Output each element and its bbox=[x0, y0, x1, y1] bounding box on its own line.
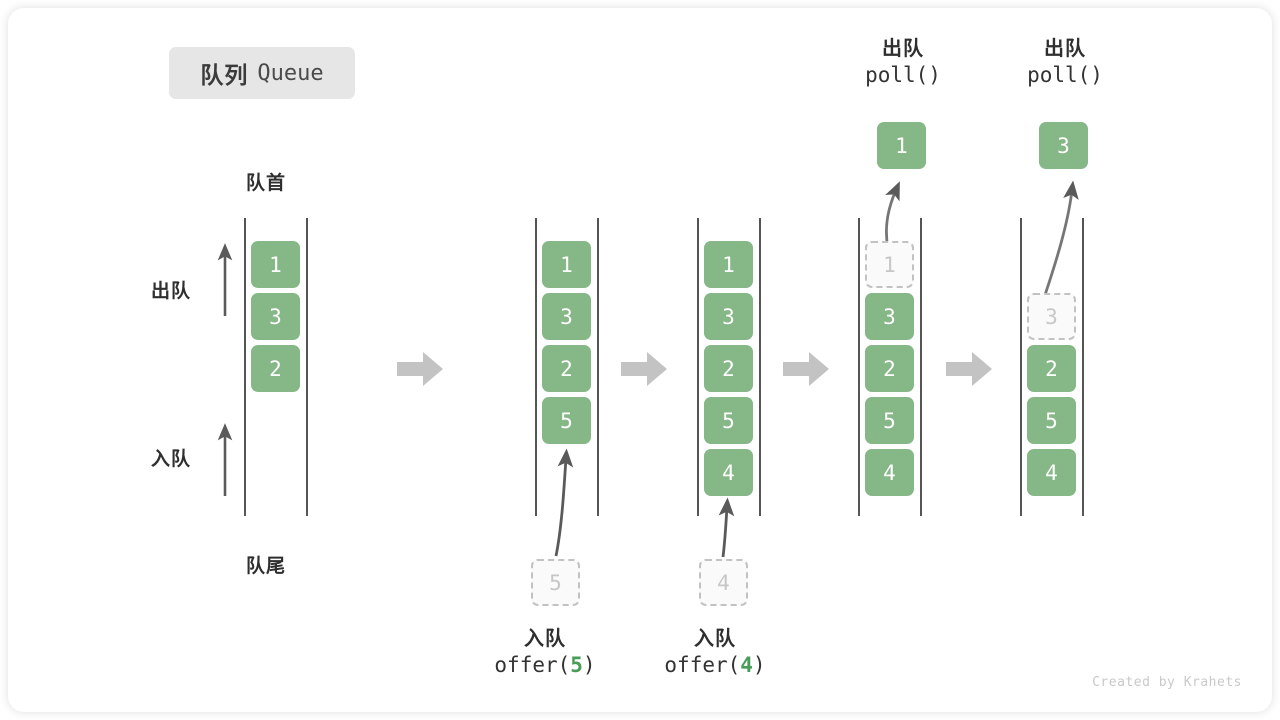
queue-cell: 1 bbox=[704, 241, 753, 288]
queue-rail-right-col5 bbox=[1082, 218, 1084, 516]
operation-fn-name: offer( bbox=[664, 653, 741, 678]
dequeued-ghost-cell: 3 bbox=[1027, 293, 1076, 340]
operation-label-cn: 出队 bbox=[1044, 38, 1086, 60]
operation-close-paren: ) bbox=[582, 653, 596, 678]
operation-fn-name: offer( bbox=[494, 653, 571, 678]
queue-rail-right-col2 bbox=[597, 218, 599, 516]
queue-cell: 2 bbox=[865, 345, 914, 392]
operation-label-poll-2: 出队 poll() bbox=[976, 36, 1154, 90]
step-arrow-icon-3 bbox=[783, 352, 829, 386]
queue-cell: 1 bbox=[251, 241, 300, 288]
queue-rail-left-col4 bbox=[858, 218, 860, 516]
queue-cell: 2 bbox=[1027, 345, 1076, 392]
operation-label-cn: 入队 bbox=[524, 628, 566, 650]
queue-cell: 5 bbox=[865, 397, 914, 444]
polled-result-cell: 1 bbox=[877, 122, 926, 169]
operation-arg: 4 bbox=[740, 653, 753, 678]
operation-label-code: poll() bbox=[865, 63, 941, 88]
label-queue-rear: 队尾 bbox=[246, 556, 287, 577]
label-queue-front: 队首 bbox=[246, 173, 287, 194]
title-en: Queue bbox=[257, 60, 324, 86]
queue-cell: 3 bbox=[251, 293, 300, 340]
dequeued-ghost-cell: 1 bbox=[865, 241, 914, 288]
enqueue-insert-arrow-icon-2 bbox=[718, 497, 735, 558]
operation-label-cn: 入队 bbox=[694, 628, 736, 650]
queue-rail-left-col2 bbox=[535, 218, 537, 516]
title-cn: 队列 bbox=[200, 62, 249, 88]
queue-cell-new: 4 bbox=[704, 449, 753, 496]
queue-cell: 5 bbox=[704, 397, 753, 444]
operation-label-offer-5: 入队 offer(5) bbox=[451, 626, 639, 680]
queue-cell: 2 bbox=[251, 345, 300, 392]
queue-cell: 3 bbox=[704, 293, 753, 340]
operation-close-paren: ) bbox=[752, 653, 766, 678]
operation-label-poll-1: 出队 poll() bbox=[814, 36, 992, 90]
queue-cell: 1 bbox=[542, 241, 591, 288]
queue-cell: 2 bbox=[542, 345, 591, 392]
incoming-ghost-cell: 5 bbox=[531, 559, 580, 606]
queue-rail-right-col1 bbox=[306, 218, 308, 516]
operation-arg: 5 bbox=[570, 653, 583, 678]
queue-rail-right-col4 bbox=[920, 218, 922, 516]
step-arrow-icon-2 bbox=[621, 352, 667, 386]
label-dequeue-direction: 出队 bbox=[151, 281, 192, 302]
operation-label-code: poll() bbox=[1027, 63, 1103, 88]
queue-cell: 3 bbox=[865, 293, 914, 340]
operation-label-code: offer(4) bbox=[621, 652, 809, 680]
enqueue-insert-arrow-icon-1 bbox=[554, 448, 574, 557]
queue-cell-new: 5 bbox=[542, 397, 591, 444]
credit-text: Created by Krahets bbox=[1092, 675, 1242, 690]
queue-cell: 3 bbox=[542, 293, 591, 340]
queue-cell: 2 bbox=[704, 345, 753, 392]
queue-rail-left-col5 bbox=[1020, 218, 1022, 516]
enqueue-direction-arrow-icon bbox=[217, 423, 233, 496]
polled-result-cell: 3 bbox=[1039, 122, 1088, 169]
queue-cell: 4 bbox=[865, 449, 914, 496]
queue-rail-left-col3 bbox=[697, 218, 699, 516]
queue-cell: 5 bbox=[1027, 397, 1076, 444]
queue-rail-right-col3 bbox=[759, 218, 761, 516]
diagram-title-badge: 队列 Queue bbox=[169, 47, 355, 99]
step-arrow-icon-4 bbox=[946, 352, 992, 386]
queue-rail-left-col1 bbox=[244, 218, 246, 516]
dequeue-extract-arrow-icon-2 bbox=[1042, 180, 1079, 299]
label-enqueue-direction: 入队 bbox=[151, 449, 192, 470]
operation-label-cn: 出队 bbox=[882, 38, 924, 60]
step-arrow-icon-1 bbox=[397, 352, 443, 386]
operation-label-offer-4: 入队 offer(4) bbox=[621, 626, 809, 680]
queue-cell: 4 bbox=[1027, 449, 1076, 496]
incoming-ghost-cell: 4 bbox=[699, 559, 748, 606]
operation-label-code: offer(5) bbox=[451, 652, 639, 680]
dequeue-direction-arrow-icon bbox=[217, 243, 233, 316]
diagram-card: 队列 Queue 队首 出队 入队 1 3 2 队尾 1 3 2 5 5 bbox=[8, 8, 1272, 712]
